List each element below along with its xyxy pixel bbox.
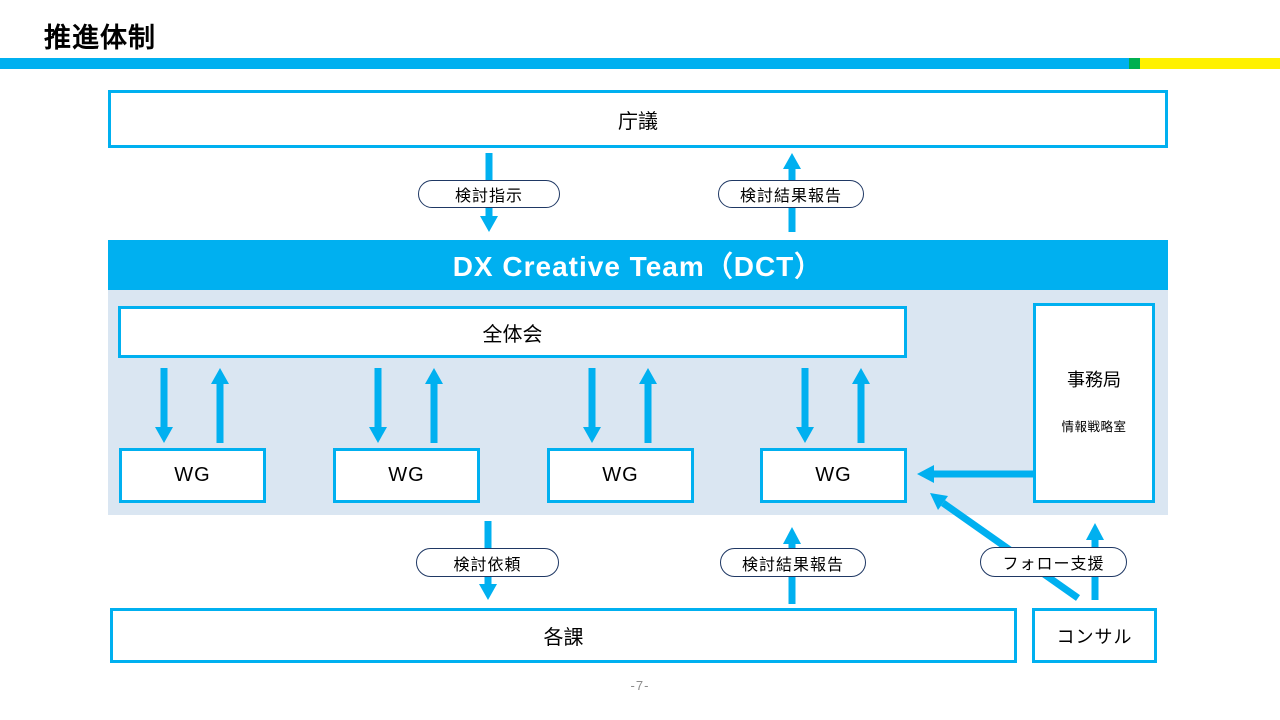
consultant-label: コンサル [1056,626,1133,647]
accent-bar-green-segment [1129,58,1140,69]
page-title: 推進体制 [44,23,156,53]
secretariat-subtitle: 情報戦略室 [1061,420,1127,434]
label-follow-support-text: フォロー支援 [1002,556,1105,573]
label-review-request-text: 検討依頼 [453,556,522,574]
label-review-instruction-text: 検討指示 [454,188,523,205]
working-group-box-2: WG [333,448,480,503]
working-group-box-3: WG [547,448,694,503]
label-review-result-report-bottom: 検討結果報告 [720,548,866,577]
working-group-label: WG [388,464,425,486]
label-review-result-report-top: 検討結果報告 [718,180,864,208]
agency-council-label: 庁議 [618,110,658,133]
label-follow-support: フォロー支援 [980,547,1127,577]
secretariat-box: 事務局 情報戦略室 [1033,303,1155,503]
accent-bar-cyan-segment [0,58,1129,69]
plenary-meeting-label: 全体会 [482,323,543,346]
secretariat-title: 事務局 [1067,370,1121,390]
working-group-box-1: WG [119,448,266,503]
working-group-label: WG [815,464,852,486]
divisions-box: 各課 [110,608,1017,663]
page-number: -7- [630,678,650,693]
label-review-result-report-bottom-text: 検討結果報告 [741,556,844,574]
plenary-meeting-box: 全体会 [118,306,907,358]
divisions-label: 各課 [543,627,584,649]
consultant-box: コンサル [1032,608,1157,663]
accent-bar-yellow-segment [1140,58,1280,69]
working-group-label: WG [174,464,211,486]
label-review-result-report-top-text: 検討結果報告 [739,188,842,205]
label-review-instruction: 検討指示 [418,180,560,208]
label-review-request: 検討依頼 [416,548,559,577]
working-group-box-4: WG [760,448,907,503]
dct-team-banner: DX Creative Team（DCT） [108,240,1168,290]
title-accent-bar [0,58,1280,69]
dct-team-label: DX Creative Team（DCT） [452,251,824,282]
working-group-label: WG [602,464,639,486]
agency-council-box: 庁議 [108,90,1168,148]
